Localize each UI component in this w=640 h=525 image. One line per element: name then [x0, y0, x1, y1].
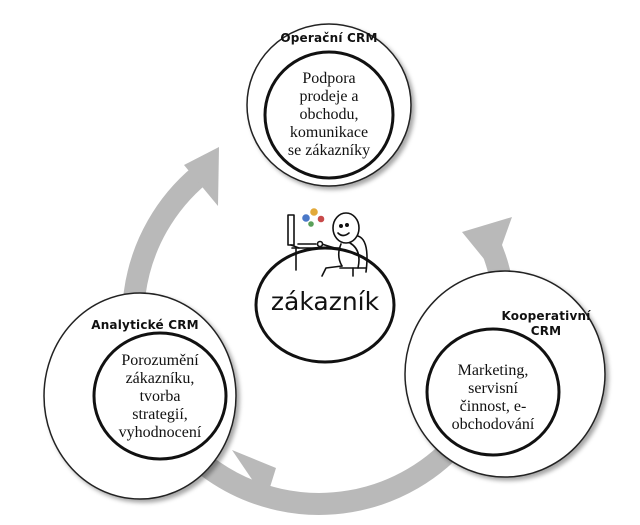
- node-kooperativni: [404, 270, 606, 478]
- node-analyticke: [43, 292, 237, 500]
- node-text-line: se zákazníky: [287, 142, 371, 159]
- node-title-line: CRM: [530, 324, 562, 338]
- node-text-line: obchodování: [451, 416, 535, 433]
- node-text-line: komunikace: [289, 124, 369, 141]
- node-text-line: zákazníku,: [125, 370, 195, 387]
- node-title-kooperativni: Kooperativní CRM: [486, 309, 606, 339]
- node-text-line: prodeje a: [299, 88, 359, 105]
- node-text-line: servisní: [468, 380, 518, 397]
- node-text-line: Porozumění: [121, 352, 199, 369]
- node-title-line: Kooperativní: [501, 309, 591, 323]
- node-text-line: tvorba: [139, 388, 181, 405]
- person-at-computer-icon: [287, 208, 368, 277]
- node-text-line: Podpora: [302, 70, 356, 87]
- node-text-line: strategií,: [132, 406, 188, 423]
- node-text-line: vyhodnocení: [118, 424, 202, 441]
- node-text-line: obchodu,: [299, 106, 359, 123]
- node-title-operacni: Operační CRM: [280, 31, 378, 45]
- center-label: zákazník: [270, 287, 380, 316]
- node-text-analyticke: Porozumění zákazníku, tvorba strategií, …: [100, 352, 220, 442]
- node-operacni: [246, 23, 412, 187]
- arrowhead-bottom: [232, 450, 276, 500]
- arrowhead-top-left: [184, 147, 219, 206]
- arrowhead-right: [462, 217, 512, 270]
- node-title-analyticke: Analytické CRM: [91, 318, 199, 332]
- node-text-line: činnost, e-: [459, 398, 527, 415]
- node-text-operacni: Podpora prodeje a obchodu, komunikace se…: [268, 70, 390, 160]
- node-text-line: Marketing,: [457, 362, 529, 379]
- node-text-kooperativni: Marketing, servisní činnost, e- obchodov…: [433, 362, 553, 434]
